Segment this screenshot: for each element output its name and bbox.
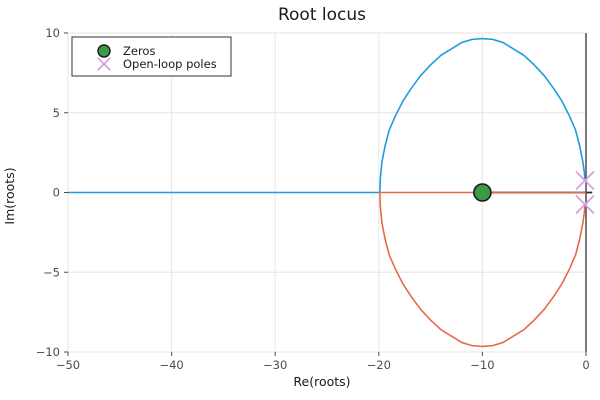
locus-branch-branch-2 xyxy=(379,191,587,348)
locus-branch-branch-1 xyxy=(67,37,586,194)
zero-marker xyxy=(473,183,492,202)
x-tick-label: −10 xyxy=(470,358,494,372)
x-tick-label: −50 xyxy=(56,358,80,372)
locus-branches xyxy=(67,37,587,348)
x-axis-label: Re(roots) xyxy=(293,374,350,389)
y-axis-label: Im(roots) xyxy=(2,167,17,224)
y-tick-label: 5 xyxy=(53,106,60,120)
plot-area xyxy=(67,32,595,353)
y-tick-label: 0 xyxy=(53,186,60,200)
y-tick-label: −5 xyxy=(43,265,60,279)
chart-title: Root locus xyxy=(278,5,366,25)
marker-layer xyxy=(473,170,595,215)
open-loop-pole-marker xyxy=(575,194,595,215)
x-cross-marker-icon xyxy=(97,57,111,71)
filled-circle-marker-icon xyxy=(97,44,111,58)
open-loop-pole-marker xyxy=(575,170,595,191)
x-tick-label: −40 xyxy=(159,358,183,372)
x-axis-ticks: −50 −40 −30 −20 −10 0 xyxy=(56,352,590,372)
y-tick-label: 10 xyxy=(45,26,60,40)
legend-label-zeros: Zeros xyxy=(123,44,155,58)
y-axis-ticks: −10 −5 0 5 10 xyxy=(36,26,68,359)
x-tick-label: −30 xyxy=(263,358,287,372)
legend-label-poles: Open-loop poles xyxy=(123,57,217,71)
y-tick-label: −10 xyxy=(36,345,60,359)
legend[interactable]: Zeros Open-loop poles xyxy=(71,36,232,77)
x-tick-label: −20 xyxy=(367,358,391,372)
x-tick-label: 0 xyxy=(582,358,589,372)
